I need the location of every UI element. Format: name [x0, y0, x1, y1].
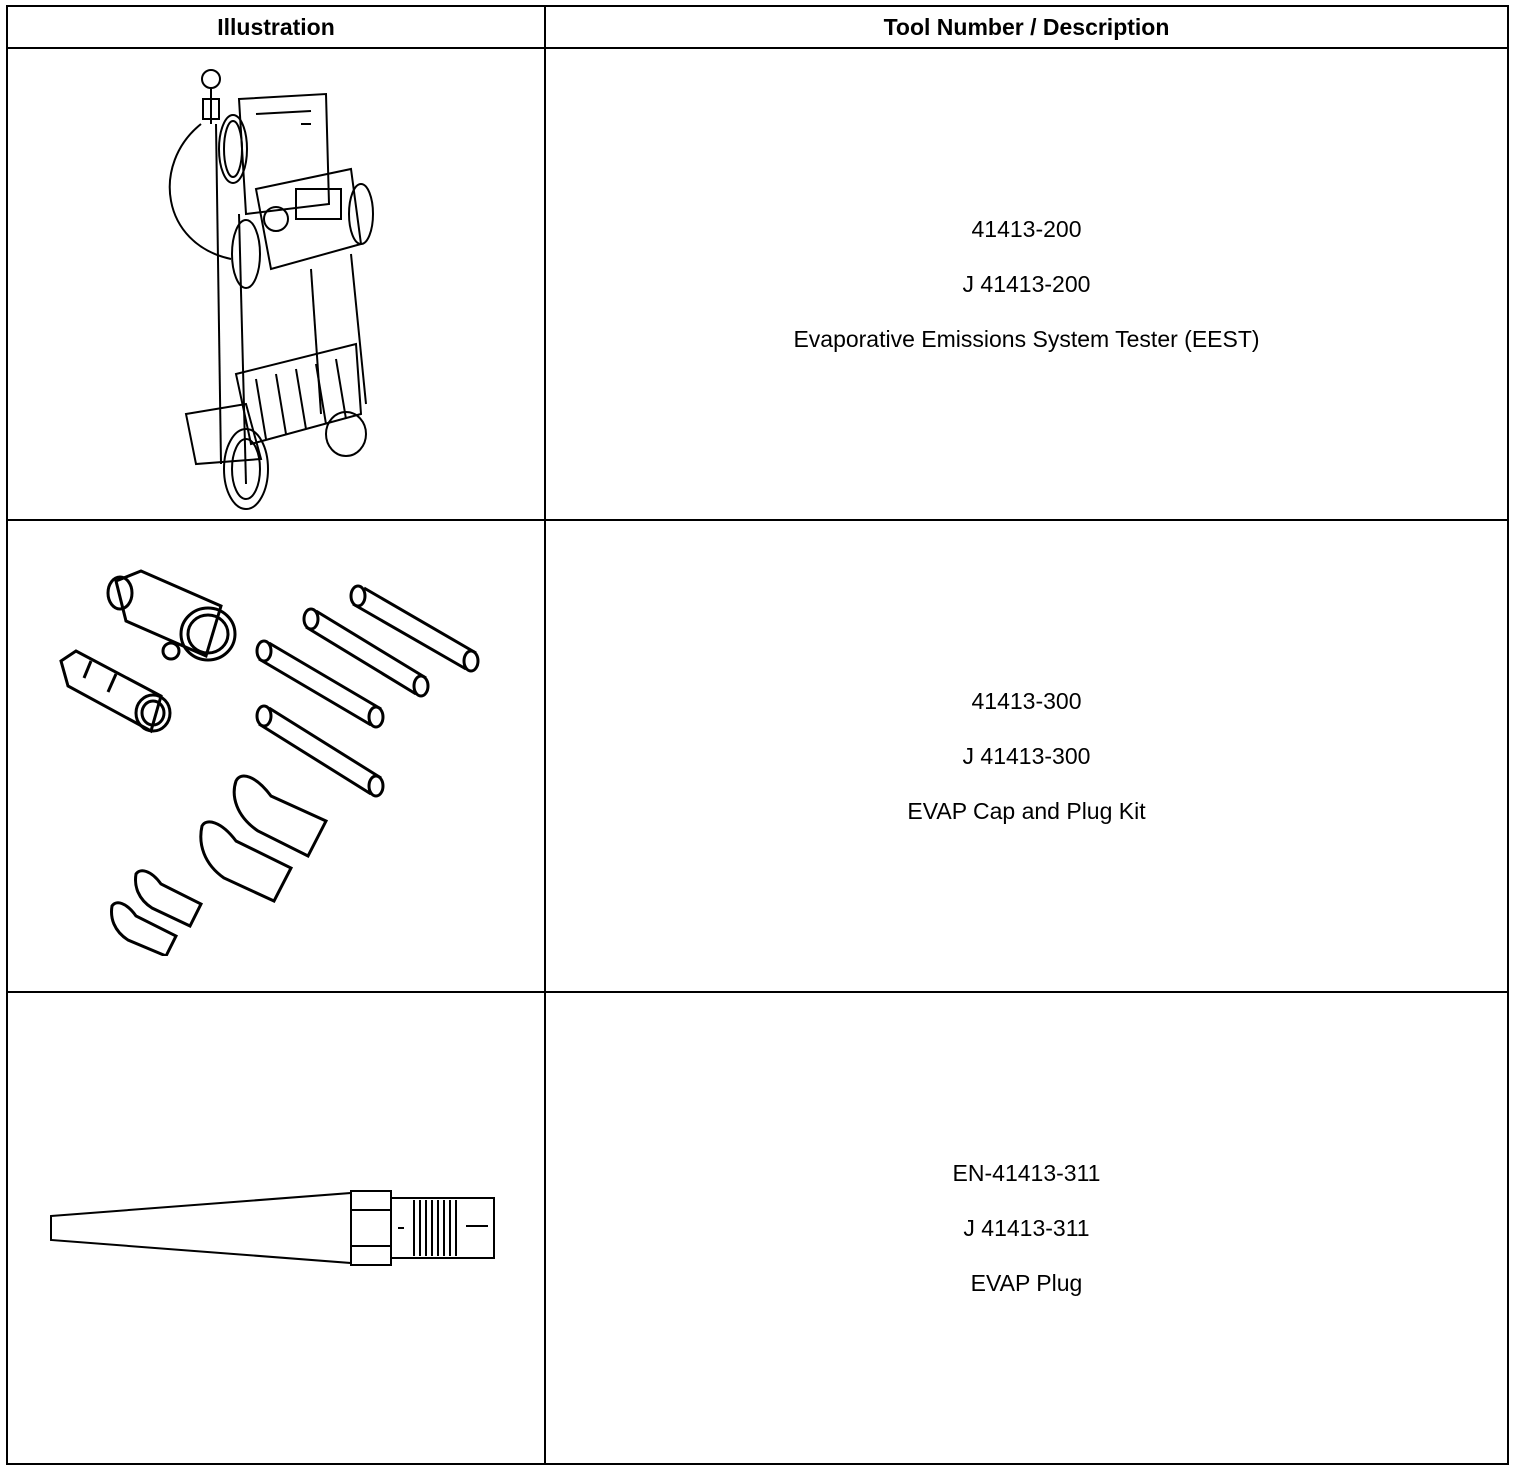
- tool-number: 41413-200: [971, 215, 1082, 242]
- table-row: 41413-300 J 41413-300 EVAP Cap and Plug …: [6, 519, 1509, 993]
- table-row: EN-41413-311 J 41413-311 EVAP Plug: [6, 991, 1509, 1465]
- table-row: 41413-200 J 41413-200 Evaporative Emissi…: [6, 47, 1509, 521]
- tool-description-cell: 41413-300 J 41413-300 EVAP Cap and Plug …: [544, 519, 1509, 993]
- j-tool-number: J 41413-200: [962, 270, 1091, 297]
- tool-number: EN-41413-311: [952, 1159, 1101, 1186]
- cap-plug-kit-icon: [59, 569, 480, 956]
- evap-plug-icon: [50, 1190, 495, 1266]
- tool-description: EVAP Cap and Plug Kit: [907, 797, 1146, 824]
- illustration-cell: [6, 47, 546, 521]
- tool-number: 41413-300: [971, 687, 1082, 714]
- illustration-cell: [6, 991, 546, 1465]
- table-header-row: Illustration Tool Number / Description: [6, 5, 1509, 49]
- j-tool-number: J 41413-300: [962, 742, 1091, 769]
- tool-table: Illustration Tool Number / Description: [6, 5, 1509, 1465]
- illustration-header: Illustration: [6, 5, 546, 49]
- tool-description-header: Tool Number / Description: [544, 5, 1509, 49]
- j-tool-number: J 41413-311: [963, 1214, 1090, 1241]
- tool-description: Evaporative Emissions System Tester (EES…: [793, 325, 1260, 352]
- illustration-cell: [6, 519, 546, 993]
- tool-description-cell: 41413-200 J 41413-200 Evaporative Emissi…: [544, 47, 1509, 521]
- evap-tester-cart-icon: [168, 69, 374, 510]
- tool-description-cell: EN-41413-311 J 41413-311 EVAP Plug: [544, 991, 1509, 1465]
- tool-description: EVAP Plug: [970, 1269, 1083, 1296]
